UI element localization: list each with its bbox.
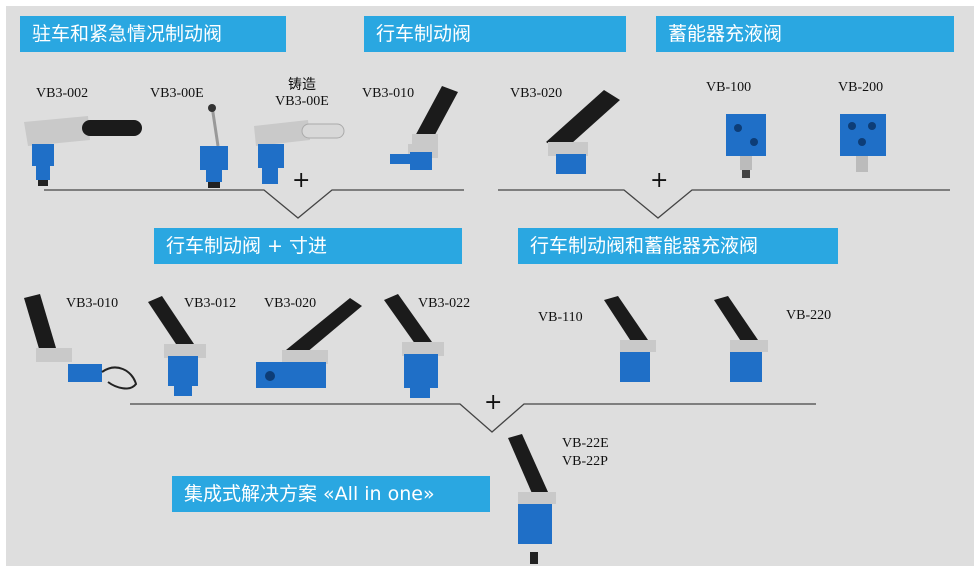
label-vb3-020-top: VB3-020 xyxy=(510,86,563,101)
pedal-vb3-012-image xyxy=(148,296,206,396)
banner-service-brake: 行车制动阀 xyxy=(364,16,626,52)
banner-service-accumulator: 行车制动阀和蓄能器充液阀 xyxy=(518,228,838,264)
label-vb-110: VB-110 xyxy=(538,310,583,325)
label-vb3-010: VB3-010 xyxy=(66,296,119,311)
connector-top-right xyxy=(498,189,950,219)
label-vb3-012: VB3-012 xyxy=(184,296,237,311)
connector-lines xyxy=(44,189,950,433)
label-vb3-010-top: VB3-010 xyxy=(362,86,415,101)
diagram-canvas: 驻车和紧急情况制动阀 行车制动阀 蓄能器充液阀 行车制动阀 + 寸进 行车制动阀… xyxy=(6,6,974,566)
pedal-vb-110-image xyxy=(604,296,656,382)
accumulator-vb-200-image xyxy=(840,114,886,172)
accumulator-vb-100-image xyxy=(726,114,766,178)
label-vb-220: VB-220 xyxy=(786,308,832,323)
label-cast-prefix: 铸造 xyxy=(288,78,316,93)
plus-sign-left: + xyxy=(292,168,311,193)
label-vb-22p: VB-22P xyxy=(562,454,608,469)
label-vb-200: VB-200 xyxy=(838,80,884,95)
connector-top-left xyxy=(44,189,464,219)
plus-sign-right: + xyxy=(650,168,669,193)
banner-accumulator: 蓄能器充液阀 xyxy=(656,16,954,52)
pedal-vb3-020-image xyxy=(256,298,362,388)
valve-vb3-00e-image xyxy=(200,104,228,188)
pedal-vb3-020-top-image xyxy=(546,90,620,174)
label-vb3-022: VB3-022 xyxy=(418,296,471,311)
pedal-vb-220-image xyxy=(714,296,768,382)
label-vb-22e: VB-22E xyxy=(562,436,609,451)
pedal-vb3-022-image xyxy=(384,294,444,398)
label-vb3-00e: VB3-00E xyxy=(150,86,204,101)
plus-sign-bottom: + xyxy=(484,390,503,415)
banner-service-inching: 行车制动阀 + 寸进 xyxy=(154,228,462,264)
pedal-vb3-010-image xyxy=(24,294,138,390)
label-vb3-020: VB3-020 xyxy=(264,296,317,311)
label-vb3-00e-cast: 铸造 VB3-00E xyxy=(264,78,340,110)
pedal-vb3-010-top-image xyxy=(390,86,458,170)
connector-bottom xyxy=(130,403,816,433)
banner-all-in-one: 集成式解决方案 «All in one» xyxy=(172,476,490,512)
label-vb-100: VB-100 xyxy=(706,80,752,95)
label-vb3-002: VB3-002 xyxy=(36,86,89,101)
pedal-vb-22e-22p-image xyxy=(508,434,556,564)
valve-vb3-002-image xyxy=(24,116,142,186)
banner-parking-emergency: 驻车和紧急情况制动阀 xyxy=(20,16,286,52)
label-cast-model: VB3-00E xyxy=(275,94,329,109)
valve-vb3-00e-cast-image xyxy=(254,120,345,184)
